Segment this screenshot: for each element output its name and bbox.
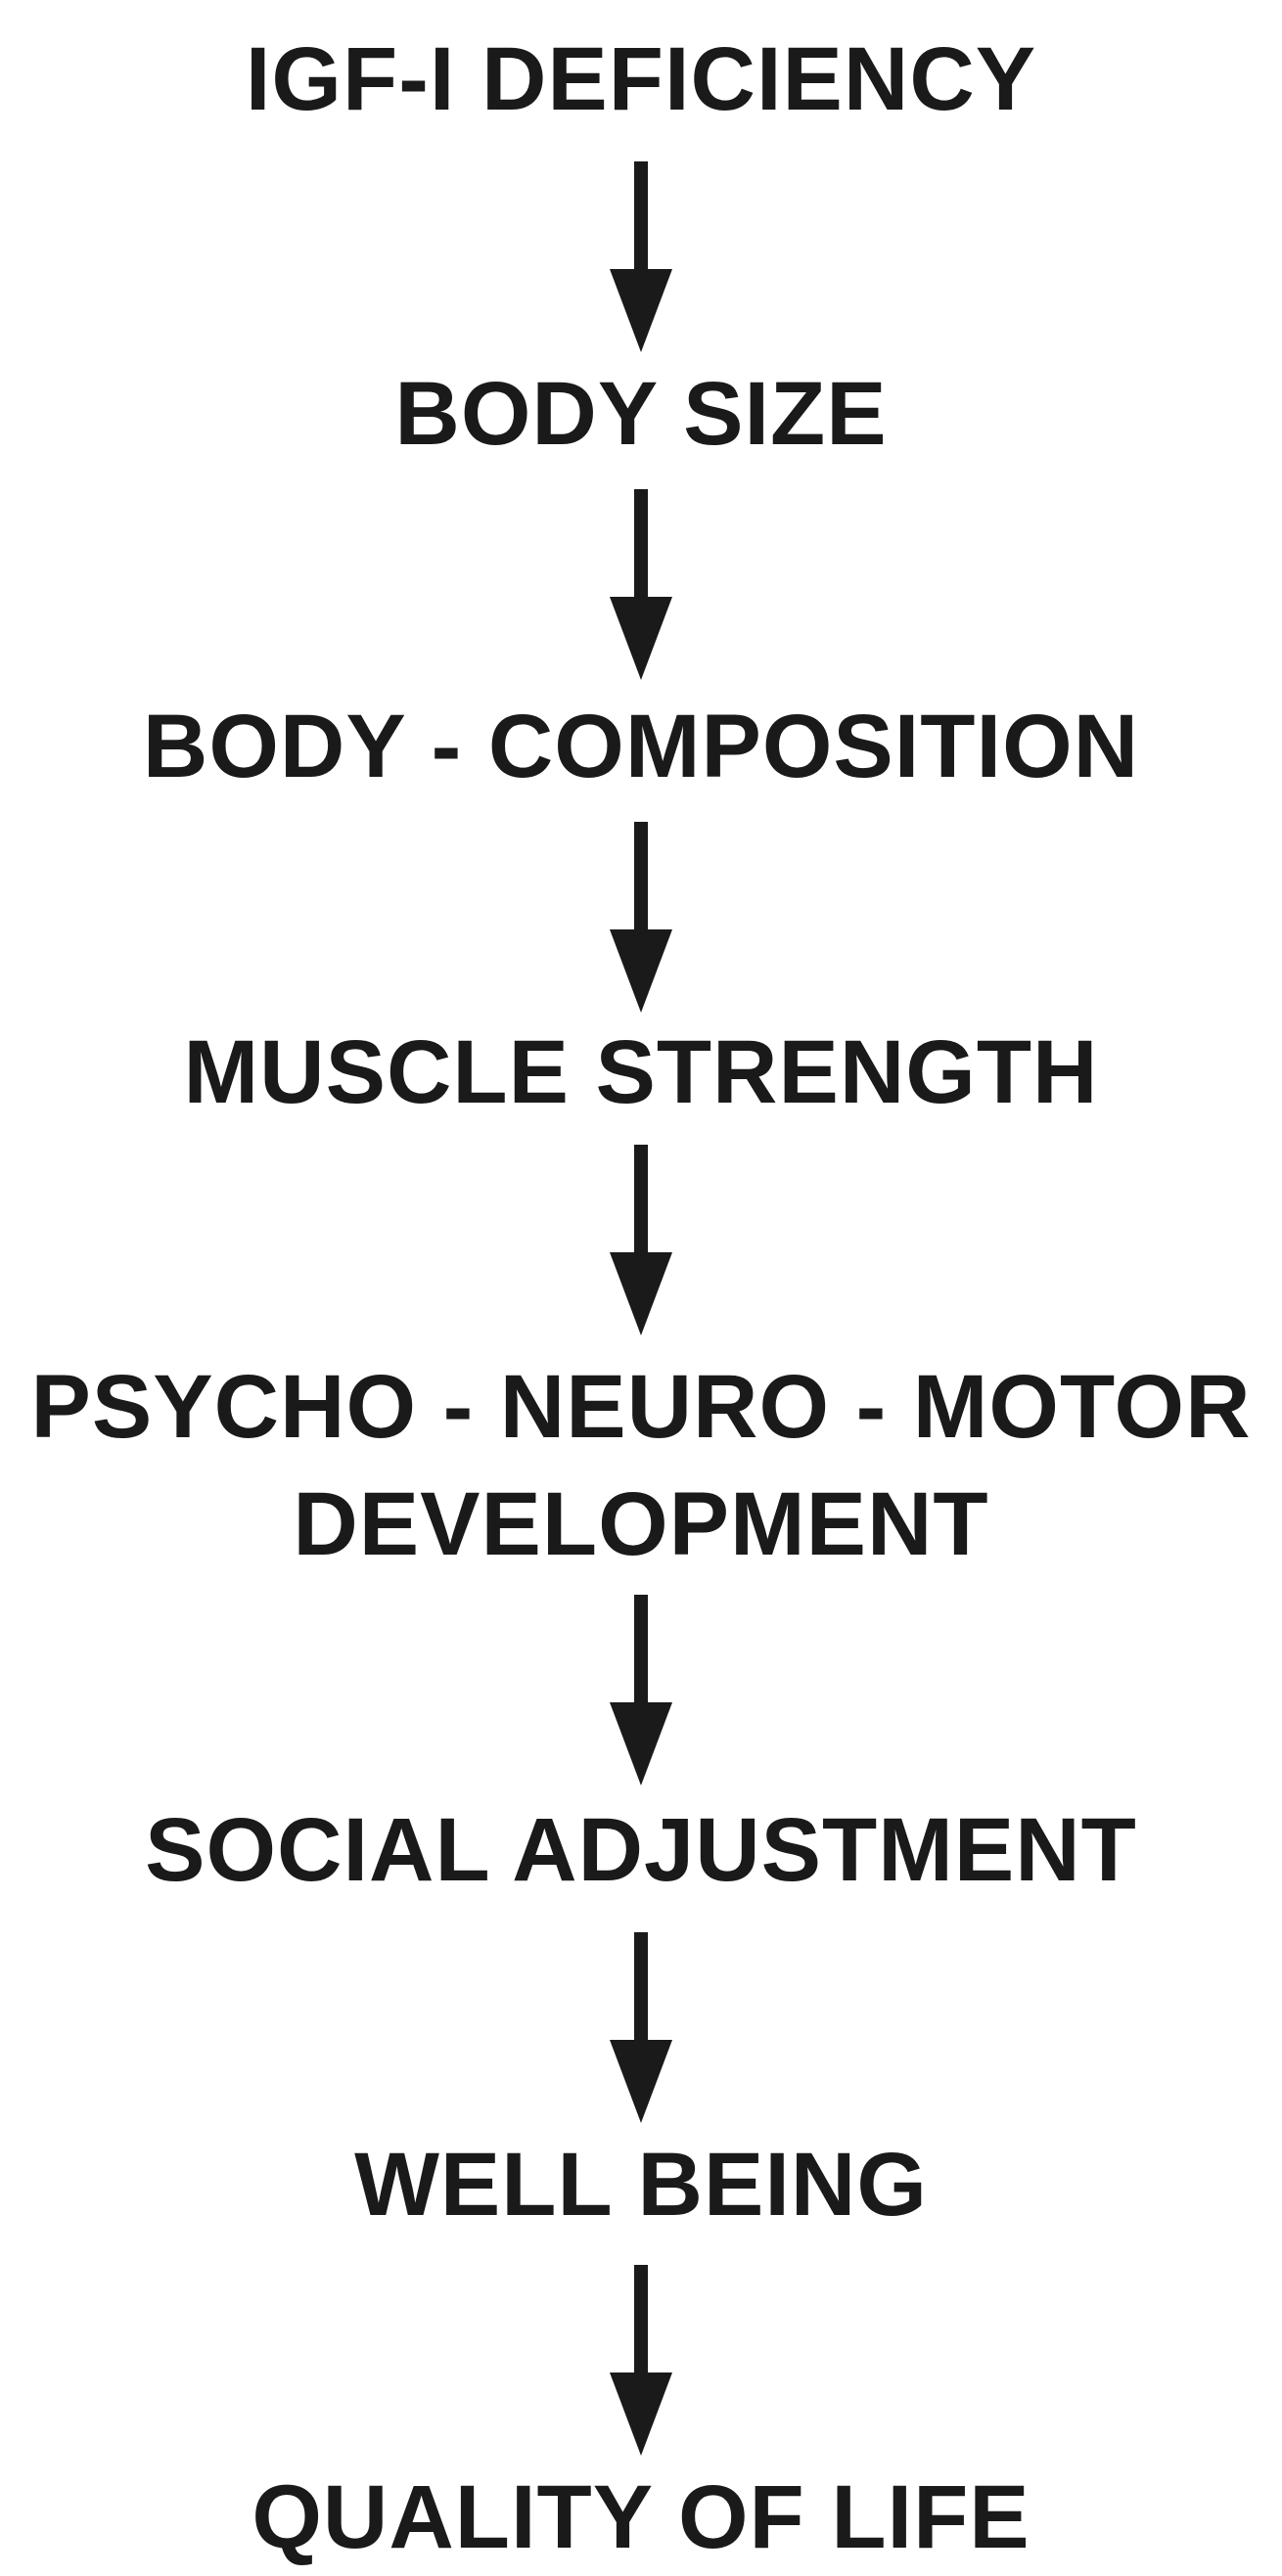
arrow-down-icon [592,1932,690,2128]
node-social-adjustment: SOCIAL ADJUSTMENT [145,1800,1137,1900]
arrow-down-icon [592,822,690,1017]
node-well-being: WELL BEING [354,2135,928,2235]
node-muscle-strength: MUSCLE STRENGTH [183,1022,1099,1122]
node-quality-of-life: QUALITY OF LIFE [252,2467,1030,2567]
node-body-size: BODY SIZE [394,364,888,464]
arrow-down-icon [592,2265,690,2461]
node-psycho-neuro-motor-line1: PSYCHO - NEURO - MOTOR [30,1357,1252,1457]
arrow-down-icon [592,1595,690,1790]
node-body-composition: BODY - COMPOSITION [142,697,1140,796]
arrow-down-icon [592,161,690,357]
node-igf-deficiency: IGF-I DEFICIENCY [245,29,1037,129]
node-psycho-neuro-motor-line2: DEVELOPMENT [293,1474,989,1574]
arrow-down-icon [592,489,690,685]
arrow-down-icon [592,1145,690,1340]
